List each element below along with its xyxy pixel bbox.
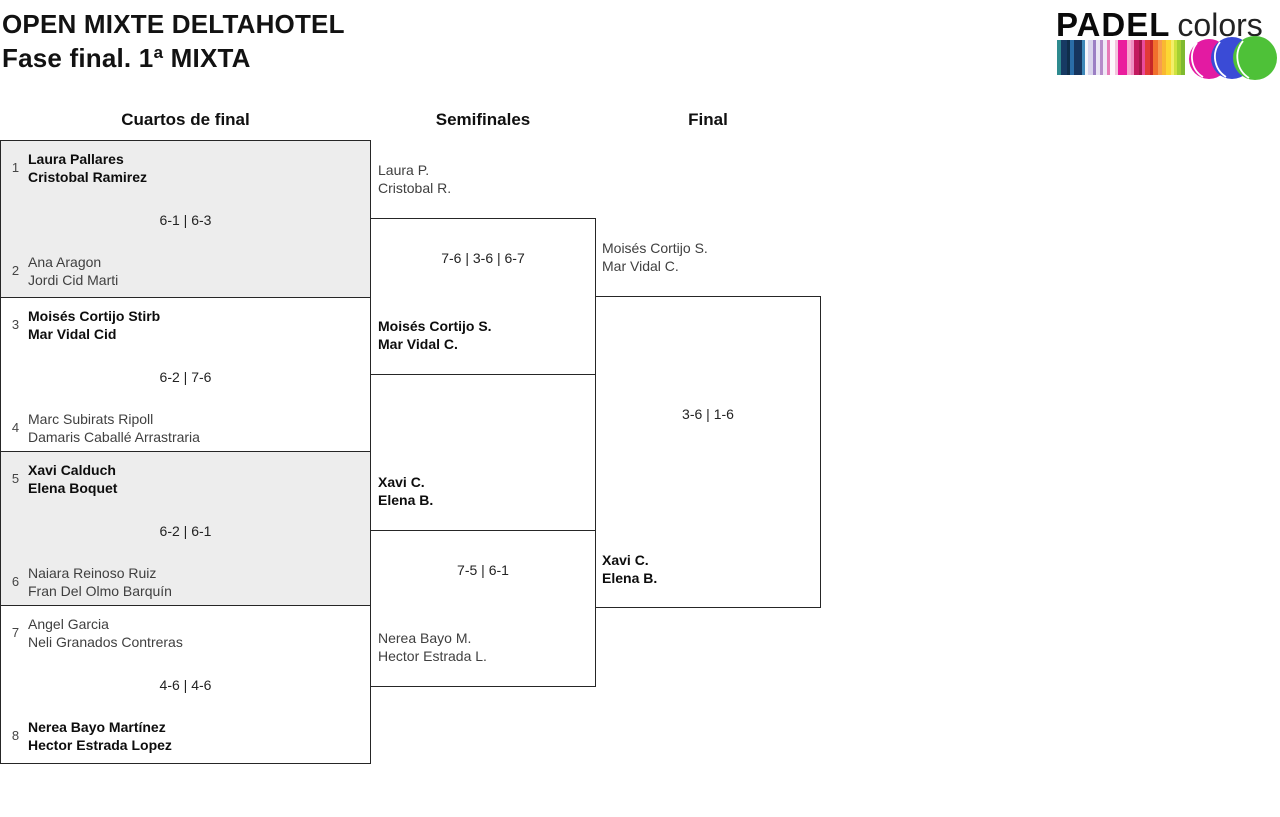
team-pair: Moisés Cortijo Stirb Mar Vidal Cid	[28, 307, 160, 343]
page-title: OPEN MIXTE DELTAHOTEL	[2, 9, 345, 39]
player-name: Mar Vidal C.	[602, 258, 679, 274]
player-name: Hector Estrada Lopez	[28, 737, 172, 753]
team-pair: Naiara Reinoso Ruiz Fran Del Olmo Barquí…	[28, 564, 172, 600]
player-name: Cristobal Ramirez	[28, 169, 148, 185]
seed-number: 8	[11, 728, 20, 743]
round-header-final: Final	[688, 110, 728, 129]
player-name: Hector Estrada L.	[378, 648, 487, 664]
team-pair: Xavi C. Elena B.	[378, 473, 433, 509]
player-name: Cristobal R.	[378, 180, 452, 196]
player-name: Elena B.	[602, 570, 658, 586]
match-score: 4-6 | 4-6	[159, 677, 212, 693]
match-score: 6-2 | 7-6	[159, 369, 212, 385]
team-pair: Ana Aragon Jordi Cid Marti	[28, 253, 118, 289]
player-name: Ana Aragon	[28, 254, 102, 270]
team-pair: Angel Garcia Neli Granados Contreras	[28, 615, 183, 651]
quarterfinal-match-3: 5 Xavi Calduch Elena Boquet 6-2 | 6-1 6 …	[0, 451, 371, 606]
semifinal-match-2-box	[370, 530, 596, 687]
player-name: Marc Subirats Ripoll	[28, 411, 154, 427]
match-score: 3-6 | 1-6	[682, 406, 734, 422]
team-pair: Moisés Cortijo S. Mar Vidal C.	[378, 317, 492, 353]
team-pair: Marc Subirats Ripoll Damaris Caballé Arr…	[28, 410, 200, 446]
match-score: 7-6 | 3-6 | 6-7	[441, 250, 525, 266]
seed-number: 1	[11, 160, 20, 175]
player-name: Laura Pallares	[28, 151, 124, 167]
seed-number: 2	[11, 263, 20, 278]
seed-number: 4	[11, 420, 20, 435]
player-name: Nerea Bayo Martínez	[28, 719, 166, 735]
final-match-box	[595, 296, 821, 608]
match-score: 6-1 | 6-3	[159, 212, 212, 228]
team-pair: Laura Pallares Cristobal Ramirez	[28, 150, 147, 186]
player-name: Moisés Cortijo S.	[602, 240, 708, 256]
team-pair: Nerea Bayo M. Hector Estrada L.	[378, 629, 487, 665]
page-subtitle: Fase final. 1ª MIXTA	[2, 43, 251, 73]
player-name: Moisés Cortijo Stirb	[28, 308, 161, 324]
player-name: Elena B.	[378, 492, 434, 508]
logo-color-strip	[1057, 40, 1185, 75]
player-name: Fran Del Olmo Barquín	[28, 583, 172, 599]
player-name: Laura P.	[378, 162, 430, 178]
round-header-quarterfinals: Cuartos de final	[121, 110, 250, 129]
match-score: 7-5 | 6-1	[457, 562, 509, 578]
green-ball-group	[1233, 36, 1277, 80]
team-pair: Xavi C. Elena B.	[602, 551, 657, 587]
quarterfinal-match-1: 1 Laura Pallares Cristobal Ramirez 6-1 |…	[0, 140, 371, 298]
seed-number: 7	[11, 625, 20, 640]
player-name: Moisés Cortijo S.	[378, 318, 492, 334]
round-header-semifinals: Semifinales	[435, 110, 531, 129]
player-name: Xavi C.	[602, 552, 649, 568]
team-pair: Moisés Cortijo S. Mar Vidal C.	[602, 239, 708, 275]
quarterfinal-match-4: 7 Angel Garcia Neli Granados Contreras 4…	[0, 605, 371, 764]
team-pair: Laura P. Cristobal R.	[378, 161, 451, 197]
player-name: Mar Vidal Cid	[28, 326, 117, 342]
player-name: Neli Granados Contreras	[28, 634, 183, 650]
padel-balls-icon	[1189, 36, 1277, 80]
seed-number: 5	[11, 471, 20, 486]
seed-number: 3	[11, 317, 20, 332]
logo-brand-text: PADEL	[1056, 6, 1171, 43]
player-name: Mar Vidal C.	[378, 336, 458, 352]
player-name: Xavi C.	[378, 474, 425, 490]
team-pair: Xavi Calduch Elena Boquet	[28, 461, 117, 497]
green-padel-ball-icon	[1233, 36, 1277, 80]
player-name: Naiara Reinoso Ruiz	[28, 565, 157, 581]
player-name: Elena Boquet	[28, 480, 118, 496]
player-name: Jordi Cid Marti	[28, 272, 119, 288]
player-name: Angel Garcia	[28, 616, 109, 632]
player-name: Xavi Calduch	[28, 462, 116, 478]
player-name: Nerea Bayo M.	[378, 630, 472, 646]
quarterfinal-match-2: 3 Moisés Cortijo Stirb Mar Vidal Cid 6-2…	[0, 297, 371, 452]
player-name: Damaris Caballé Arrastraria	[28, 429, 200, 445]
team-pair: Nerea Bayo Martínez Hector Estrada Lopez	[28, 718, 172, 754]
seed-number: 6	[11, 574, 20, 589]
match-score: 6-2 | 6-1	[159, 523, 212, 539]
